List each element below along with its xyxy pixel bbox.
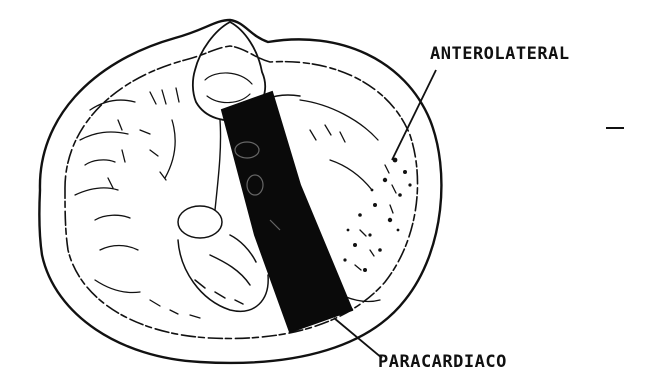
- mediastinal-line: [215, 120, 221, 210]
- paracardiac-shaded-region: [222, 92, 352, 332]
- left-lung-texture: [75, 88, 200, 318]
- inner-contour: [65, 46, 418, 339]
- label-paracardiaco: PARACARDIACO: [378, 352, 507, 372]
- label-anterolateral: ANTEROLATERAL: [430, 44, 570, 64]
- pointer-paracardiaco: [334, 318, 382, 358]
